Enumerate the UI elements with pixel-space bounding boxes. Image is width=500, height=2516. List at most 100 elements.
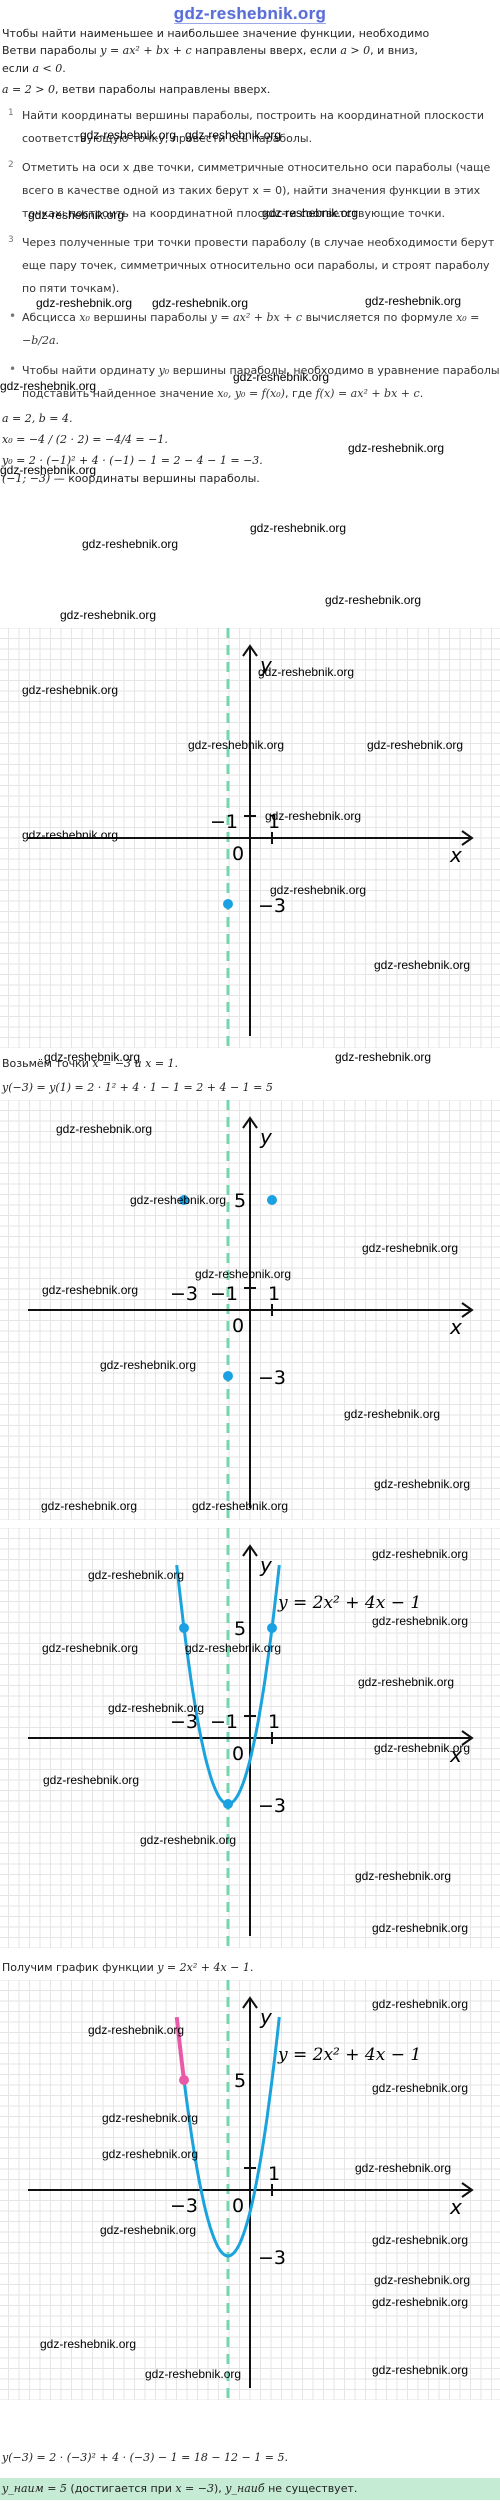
formula: y₀	[158, 363, 170, 377]
y-axis-label: y	[259, 2005, 273, 2029]
watermark: gdz-reshebnik.org	[41, 1499, 138, 1513]
origin-label: 0	[232, 1743, 244, 1765]
watermark: gdz-reshebnik.org	[28, 208, 125, 222]
watermark: gdz-reshebnik.org	[270, 883, 367, 897]
x-axis-label: x	[449, 2195, 462, 2219]
y-axis-label: y	[259, 1553, 273, 1577]
origin-label: 0	[232, 2195, 244, 2217]
formula: x₀ = −b/2a	[22, 311, 480, 348]
watermark: gdz-reshebnik.org	[88, 2023, 185, 2037]
y-tick-label: 5	[234, 1618, 246, 1640]
watermark: gdz-reshebnik.org	[325, 593, 422, 607]
list-item: •Чтобы найти ординату y₀ вершины парабол…	[0, 359, 500, 405]
list-number: 1	[8, 107, 14, 118]
watermark: gdz-reshebnik.org	[372, 1614, 469, 1628]
steps-list: 1 Найти координаты вершины параболы, пост…	[0, 104, 500, 301]
watermark: gdz-reshebnik.org	[372, 2233, 469, 2247]
text: .	[419, 386, 424, 400]
list-text: Отметить на оси x две точки, симметричны…	[22, 160, 491, 220]
watermark: gdz-reshebnik.org	[344, 1407, 441, 1421]
watermark: gdz-reshebnik.org	[130, 1193, 227, 1207]
branches-line-2: если a < 0.	[0, 61, 500, 76]
formula: x = −3	[175, 2482, 214, 2495]
watermark: gdz-reshebnik.org	[233, 370, 330, 384]
watermark: gdz-reshebnik.org	[44, 1050, 141, 1064]
watermark: gdz-reshebnik.org	[88, 1568, 185, 1582]
text: .	[62, 61, 66, 75]
formula: a > 0	[340, 44, 371, 58]
watermark: gdz-reshebnik.org	[0, 463, 97, 477]
watermark: gdz-reshebnik.org	[36, 296, 133, 310]
formula: f(x) = ax² + bx + c	[315, 386, 420, 400]
watermark: gdz-reshebnik.org	[40, 2337, 137, 2351]
watermark: gdz-reshebnik.org	[188, 738, 285, 752]
watermark: gdz-reshebnik.org	[372, 1921, 469, 1935]
watermark: gdz-reshebnik.org	[100, 1358, 197, 1372]
a-line: a = 2 > 0, ветви параболы направлены вве…	[0, 82, 500, 97]
watermark: gdz-reshebnik.org	[0, 379, 97, 393]
y-axis-arrow	[242, 1544, 258, 1557]
branches-line-1: Ветви параболы y = ax² + bx + c направле…	[0, 43, 500, 58]
watermark: gdz-reshebnik.org	[258, 665, 355, 679]
formula: x₀	[79, 311, 90, 325]
watermark: gdz-reshebnik.org	[355, 2161, 452, 2175]
watermark: gdz-reshebnik.org	[365, 294, 462, 308]
watermark: gdz-reshebnik.org	[102, 2147, 199, 2161]
y-axis-label: y	[259, 1125, 273, 1149]
text: , и вниз,	[370, 44, 418, 58]
watermark: gdz-reshebnik.org	[348, 441, 445, 455]
x-axis-arrow	[461, 830, 474, 846]
formula: y_наиб	[225, 2482, 265, 2495]
x-axis-arrow	[461, 2182, 474, 2198]
formula: y = 2x² + 4x − 1.	[157, 1961, 254, 1974]
text: , ветви параболы направлены вверх.	[54, 83, 271, 97]
bullet: •	[9, 309, 17, 324]
watermark: gdz-reshebnik.org	[102, 2111, 199, 2125]
watermark: gdz-reshebnik.org	[265, 809, 362, 823]
y-axis-label: y	[259, 653, 273, 677]
watermark: gdz-reshebnik.org	[374, 958, 471, 972]
watermark: gdz-reshebnik.org	[60, 608, 157, 622]
answer-line: y_наим = 5 (достигается при x = −3), y_н…	[2, 2481, 357, 2496]
vertex-point	[223, 1371, 233, 1381]
watermark: gdz-reshebnik.org	[372, 2363, 469, 2377]
text: .	[55, 334, 60, 348]
intro-text: Чтобы найти наименьшее и наибольшее знач…	[2, 27, 430, 40]
formula: x₀, y₀ = f(x₀)	[217, 386, 285, 400]
calc-ab: a = 2, b = 4.	[2, 411, 73, 425]
formula: y_наим = 5	[2, 2482, 67, 2495]
y-tick-label: −3	[258, 2247, 286, 2269]
point-left	[179, 1195, 189, 1205]
formula: a < 0	[32, 61, 63, 75]
watermark: gdz-reshebnik.org	[358, 1675, 455, 1689]
watermark: gdz-reshebnik.org	[372, 2081, 469, 2095]
watermark: gdz-reshebnik.org	[374, 1741, 471, 1755]
list-text: Найти координаты вершины параболы, постр…	[22, 108, 485, 145]
x-axis-label: x	[449, 1315, 462, 1339]
x-axis-arrow	[461, 1730, 474, 1746]
x-tick-label: 1	[268, 811, 280, 833]
site-logo[interactable]: gdz-reshebnik.org	[173, 4, 327, 24]
origin-label: 0	[232, 1315, 244, 1337]
watermark: gdz-reshebnik.org	[335, 1050, 432, 1064]
text: Чтобы найти ординату	[22, 363, 159, 377]
watermark: gdz-reshebnik.org	[192, 1499, 289, 1513]
origin-label: 0	[232, 843, 244, 865]
point-left	[179, 2075, 189, 2085]
text: вершины параболы, необходимо в уравнение…	[22, 363, 500, 400]
y-axis-arrow	[242, 644, 258, 657]
parabola-curve	[182, 2016, 281, 2258]
y-tick-label: 5	[234, 2070, 246, 2092]
formula: a = 2 > 0	[2, 83, 55, 97]
watermark: gdz-reshebnik.org	[367, 738, 464, 752]
watermark: gdz-reshebnik.org	[43, 1773, 140, 1787]
take-points-line: Возьмём точки x = −3 и x = 1.	[0, 1056, 180, 1071]
x-tick-label: 1	[268, 1283, 280, 1305]
list-text: Через полученные три точки провести пара…	[22, 236, 495, 296]
y-calc-line: y(−3) = y(1) = 2 · 1² + 4 · 1 − 1 = 2 + …	[2, 1081, 273, 1094]
watermark: gdz-reshebnik.org	[108, 1701, 205, 1715]
